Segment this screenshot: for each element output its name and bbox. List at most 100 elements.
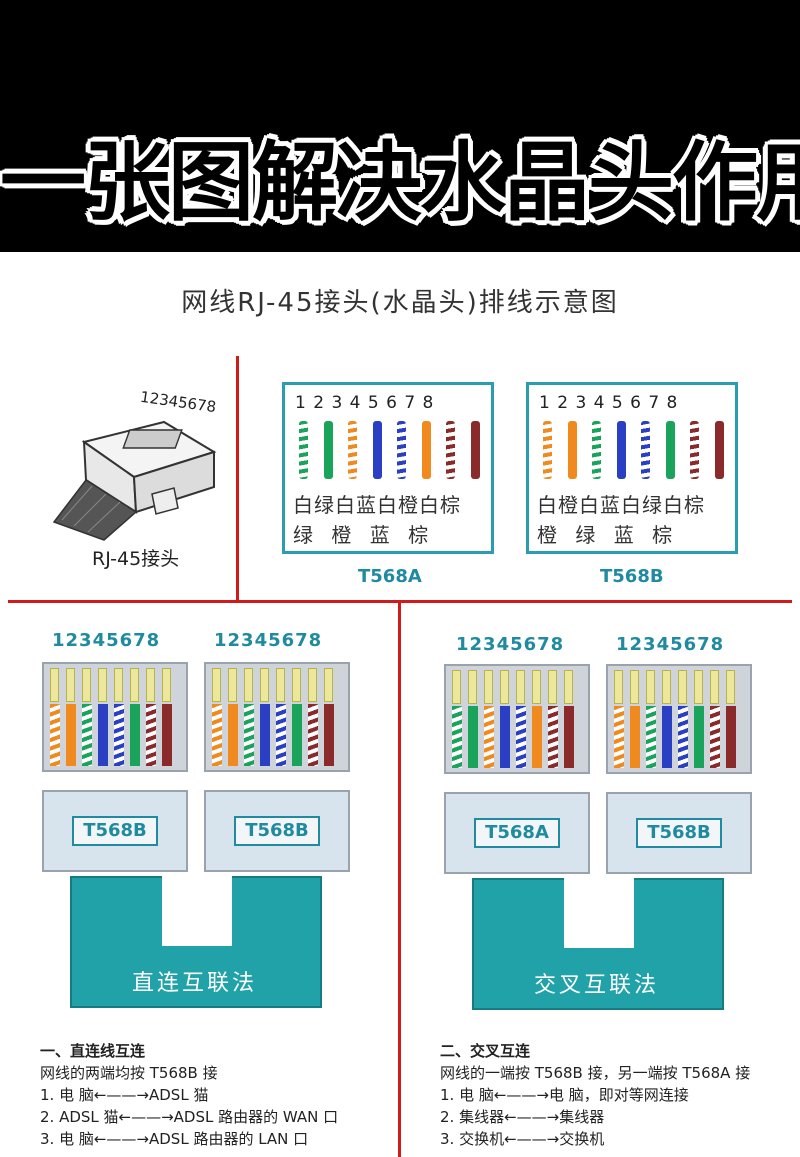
wire-6	[292, 704, 302, 766]
wire-5	[276, 704, 286, 766]
notes-heading: 一、直连线互连	[40, 1042, 146, 1060]
pin-contact	[276, 668, 285, 702]
wire-7	[548, 706, 558, 768]
banner-title: 一张图解决水晶头作用	[0, 133, 800, 233]
connector-pin-numbers: 12345678	[616, 634, 725, 655]
pin-contact	[694, 670, 703, 704]
pin-contact	[50, 668, 59, 702]
wire-8	[470, 421, 480, 479]
wire-2	[323, 421, 333, 479]
notes-item: 1. 电 脑←——→电 脑，即对等网连接	[440, 1086, 689, 1104]
connector-base: T568B	[42, 790, 188, 872]
wire-2	[567, 421, 577, 479]
pin-contact	[308, 668, 317, 702]
t568b-label: T568B	[600, 566, 664, 587]
wire-4	[260, 704, 270, 766]
wire-1	[614, 706, 624, 768]
pin-contact	[548, 670, 557, 704]
wire-6	[665, 421, 675, 479]
pin-contact	[468, 670, 477, 704]
pin-contact	[564, 670, 573, 704]
wire-8	[324, 704, 334, 766]
notes-item: 2. 集线器←——→集线器	[440, 1108, 605, 1126]
connector-head	[444, 664, 590, 774]
notes-description: 网线的两端均按 T568B 接	[40, 1064, 218, 1082]
pin-contact	[162, 668, 171, 702]
pin-contact	[82, 668, 91, 702]
pin-numbers: 1 2 3 4 5 6 7 8	[539, 393, 678, 413]
pin-contact	[678, 670, 687, 704]
color-row-1: 白橙白蓝白绿白棕	[537, 493, 705, 517]
divider-vertical-bottom	[398, 603, 401, 1157]
notes-item: 3. 交换机←——→交换机	[440, 1130, 605, 1148]
t568a-wiring-box: 1 2 3 4 5 6 7 8 白绿白蓝白橙白棕 绿 橙 蓝 棕	[282, 382, 494, 554]
wire-5	[516, 706, 526, 768]
wire-6	[421, 421, 431, 479]
rj45-plug-illustration	[52, 420, 217, 541]
connector-standard-tag: T568A	[474, 818, 560, 848]
connector-pin-numbers: 12345678	[456, 634, 565, 655]
wire-1	[452, 706, 462, 768]
wire-3	[348, 421, 357, 479]
notes-description: 网线的一端按 T568B 接，另一端按 T568A 接	[440, 1064, 751, 1082]
wire-3	[646, 706, 656, 768]
pin-contact	[726, 670, 735, 704]
pin-contact	[646, 670, 655, 704]
wire-1	[299, 421, 308, 479]
pin-contact	[260, 668, 269, 702]
connector-standard-tag: T568B	[72, 816, 158, 846]
notes-item: 1. 电 脑←——→ADSL 猫	[40, 1086, 209, 1104]
pin-contact	[324, 668, 333, 702]
wire-8	[162, 704, 172, 766]
pin-contact	[630, 670, 639, 704]
connector-base: T568B	[606, 792, 752, 874]
notes-item: 3. 电 脑←——→ADSL 路由器的 LAN 口	[40, 1130, 309, 1148]
pin-contact	[532, 670, 541, 704]
plug-label: RJ-45接头	[92, 548, 180, 570]
wire-4	[500, 706, 510, 768]
wire-4	[98, 704, 108, 766]
pin-contact	[66, 668, 75, 702]
connector-pin-numbers: 12345678	[214, 630, 323, 651]
pin-contact	[500, 670, 509, 704]
connector-pin-numbers: 12345678	[52, 630, 161, 651]
wire-8	[714, 421, 724, 479]
wire-1	[50, 704, 60, 766]
pin-contact	[662, 670, 671, 704]
divider-vertical-top	[236, 356, 239, 602]
wire-4	[372, 421, 382, 479]
wire-8	[564, 706, 574, 768]
color-row-2: 橙 绿 蓝 棕	[537, 523, 673, 547]
color-row-2: 绿 橙 蓝 棕	[293, 523, 429, 547]
wire-3	[82, 704, 92, 766]
wire-3	[592, 421, 601, 479]
cable-gap	[564, 878, 634, 948]
cable-bottom	[70, 946, 322, 1008]
wire-3	[244, 704, 254, 766]
wire-5	[678, 706, 688, 768]
t568b-wiring-box: 1 2 3 4 5 6 7 8 白橙白蓝白绿白棕 橙 绿 蓝 棕	[526, 382, 738, 554]
t568a-label: T568A	[358, 566, 422, 587]
wire-7	[446, 421, 455, 479]
wire-2	[66, 704, 76, 766]
divider-horizontal	[8, 600, 792, 603]
wire-1	[543, 421, 552, 479]
connector-base: T568B	[204, 790, 350, 872]
notes-item: 2. ADSL 猫←——→ADSL 路由器的 WAN 口	[40, 1108, 339, 1126]
wire-5	[114, 704, 124, 766]
pin-contact	[146, 668, 155, 702]
wire-4	[616, 421, 626, 479]
pin-numbers: 1 2 3 4 5 6 7 8	[295, 393, 434, 413]
wire-6	[130, 704, 140, 766]
wire-7	[710, 706, 720, 768]
connector-standard-tag: T568B	[234, 816, 320, 846]
notes-crossover: 二、交叉互连 网线的一端按 T568B 接，另一端按 T568A 接 1. 电 …	[440, 1040, 750, 1150]
cable-bottom	[472, 948, 724, 1010]
wire-2	[630, 706, 640, 768]
pin-contact	[114, 668, 123, 702]
pin-contact	[244, 668, 253, 702]
banner	[0, 0, 800, 252]
pin-contact	[228, 668, 237, 702]
wire-4	[662, 706, 672, 768]
pin-contact	[452, 670, 461, 704]
